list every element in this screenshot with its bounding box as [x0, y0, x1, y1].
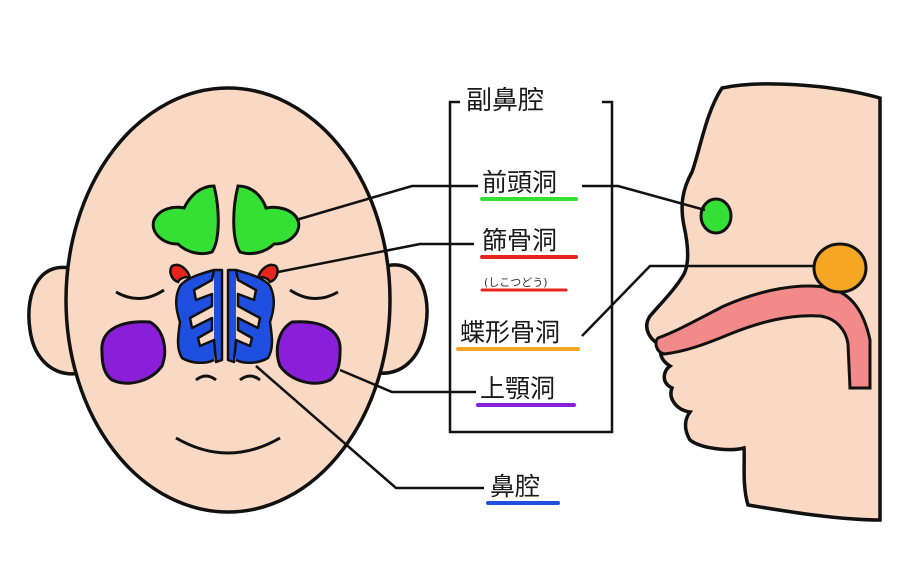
label-box: [448, 100, 614, 434]
left-nostril: [195, 374, 217, 382]
left-eye: [115, 288, 165, 300]
profile-sphenoid-sinus: [812, 242, 868, 294]
label-sphenoid-sinus: 蝶形骨洞: [460, 318, 561, 347]
profile-frontal-sinus: [699, 197, 733, 235]
leader-ethmoid: [277, 242, 474, 274]
leader-maxillary: [339, 368, 476, 394]
nasal-cavity-shape: [175, 268, 275, 364]
leader-sphenoid: [581, 264, 814, 337]
leader-frontal-right: [582, 184, 706, 212]
label-maxillary-sinus: 上顎洞: [480, 374, 556, 403]
airway: [654, 284, 872, 390]
right-eye: [289, 288, 339, 300]
mouth: [175, 436, 281, 455]
ethmoid-sinus-right: [256, 263, 279, 284]
ethmoid-sinus-left: [169, 263, 192, 284]
right-nostril: [239, 374, 261, 382]
label-frontal-sinus: 前頭洞: [482, 168, 558, 197]
maxillary-sinus-left: [100, 320, 167, 385]
front-face: [27, 86, 429, 514]
diagram-title: 副鼻腔: [466, 86, 545, 116]
frontal-sinus-left: [151, 184, 220, 256]
underlines: [456, 197, 580, 505]
frontal-sinus-right: [232, 184, 301, 256]
maxillary-sinus-right: [275, 320, 342, 385]
leader-frontal-left: [295, 184, 478, 222]
label-nasal-cavity: 鼻腔: [490, 472, 541, 501]
leader-lines: [255, 184, 814, 490]
side-profile: [645, 82, 882, 522]
leader-nasal: [255, 365, 484, 490]
label-ethmoid-reading: (しこつどう): [484, 276, 548, 289]
label-ethmoid-sinus: 篩骨洞: [482, 226, 558, 255]
